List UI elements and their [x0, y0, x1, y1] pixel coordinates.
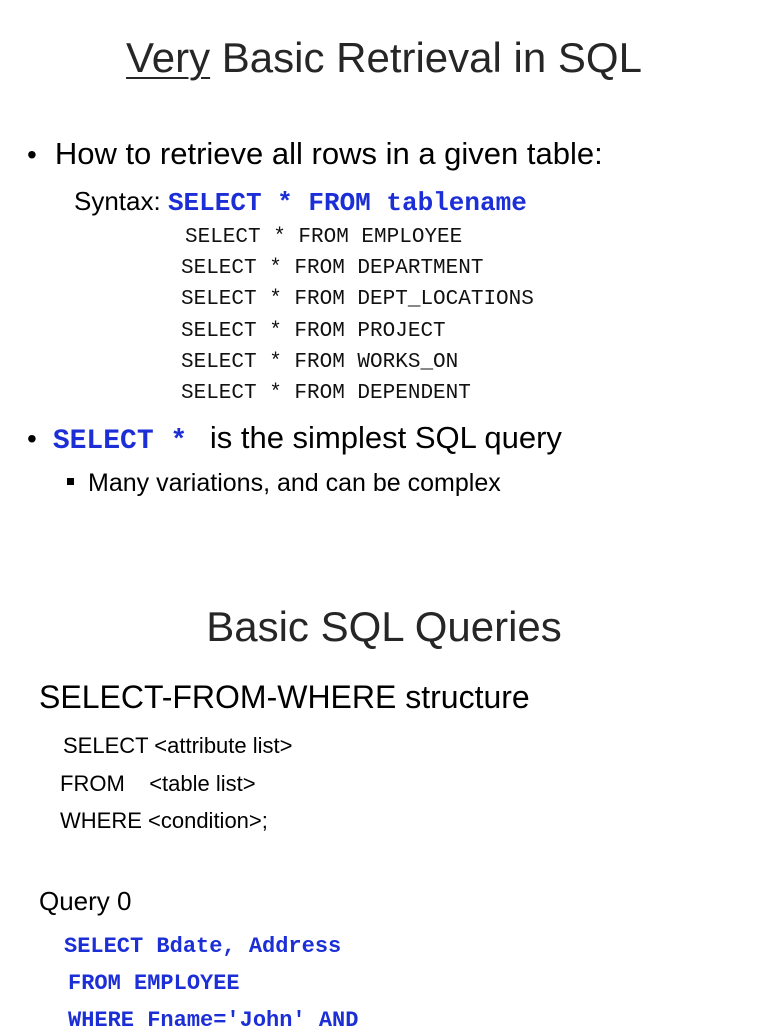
- syntax-code: SELECT * FROM tablename: [167, 188, 527, 218]
- bullet-retrieve-text: How to retrieve all rows in a given tabl…: [54, 136, 603, 171]
- title-rest: Basic Retrieval in SQL: [210, 34, 642, 81]
- structure-where-line: WHERE <condition>;: [60, 808, 268, 833]
- example-query-employee: SELECT * FROM EMPLOYEE: [185, 226, 463, 249]
- simplest-query-text: is the simplest SQL query: [201, 420, 562, 455]
- slide-title-basic-retrieval: Very Basic Retrieval in SQL: [0, 34, 768, 82]
- select-star-code: SELECT *: [52, 426, 188, 457]
- structure-heading: SELECT-FROM-WHERE structure: [39, 679, 530, 715]
- syntax-line: Syntax: SELECT * FROM tablename: [74, 186, 527, 218]
- bullet-simplest-query: • SELECT * is the simplest SQL query: [27, 420, 562, 457]
- square-bullet-icon: [67, 477, 74, 485]
- query-from-line: FROM EMPLOYEE: [68, 971, 240, 996]
- bullet-retrieve-all-rows: • How to retrieve all rows in a given tab…: [27, 136, 603, 172]
- bullet-dot-icon: •: [27, 423, 37, 454]
- query-select-line: SELECT Bdate, Address: [64, 934, 342, 959]
- syntax-label: Syntax:: [74, 186, 168, 216]
- bullet-dot-icon: •: [27, 139, 37, 170]
- sub-bullet-variations: Many variations, and can be complex: [67, 469, 501, 498]
- slide-title-basic-queries: Basic SQL Queries: [206, 603, 562, 650]
- example-query-department: SELECT * FROM DEPARTMENT: [181, 257, 484, 280]
- title-underlined-word: Very: [126, 34, 211, 81]
- query-where-line: WHERE Fname='John' AND: [68, 1008, 359, 1033]
- example-query-works-on: SELECT * FROM WORKS_ON: [181, 351, 459, 374]
- example-query-project: SELECT * FROM PROJECT: [181, 320, 446, 343]
- structure-from-line: FROM <table list>: [60, 771, 256, 796]
- sub-bullet-text: Many variations, and can be complex: [88, 469, 501, 497]
- example-query-dependent: SELECT * FROM DEPENDENT: [181, 382, 471, 405]
- query-0-label: Query 0: [39, 886, 132, 916]
- structure-select-line: SELECT <attribute list>: [63, 733, 293, 758]
- example-query-dept-locations: SELECT * FROM DEPT_LOCATIONS: [181, 288, 534, 311]
